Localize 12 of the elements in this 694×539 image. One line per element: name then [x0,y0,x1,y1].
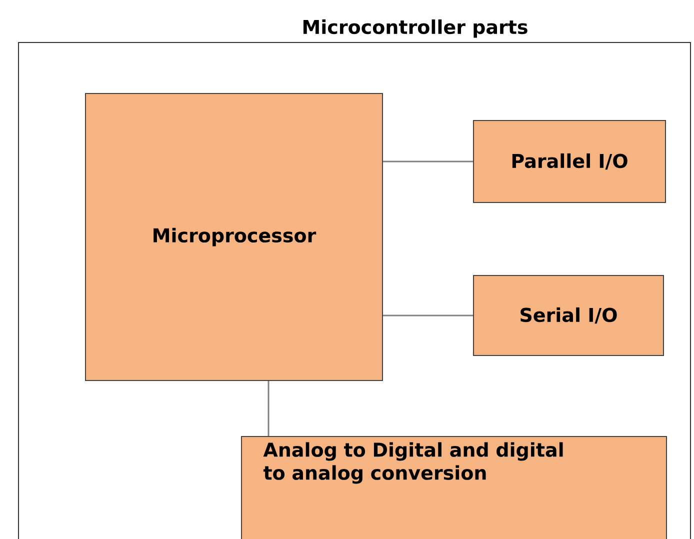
block-label: Parallel I/O [512,153,628,170]
block [473,275,664,356]
title: Microcontroller parts [303,19,528,38]
connector [383,160,473,162]
block [85,93,383,381]
block [473,120,666,203]
block-label: Serial I/O [520,307,617,324]
connector [268,381,270,436]
connector [383,314,473,316]
block [241,436,667,539]
block-label: Microprocessor [154,228,316,246]
block-label: Analog to Digital and digital to analog conversion [263,442,563,484]
